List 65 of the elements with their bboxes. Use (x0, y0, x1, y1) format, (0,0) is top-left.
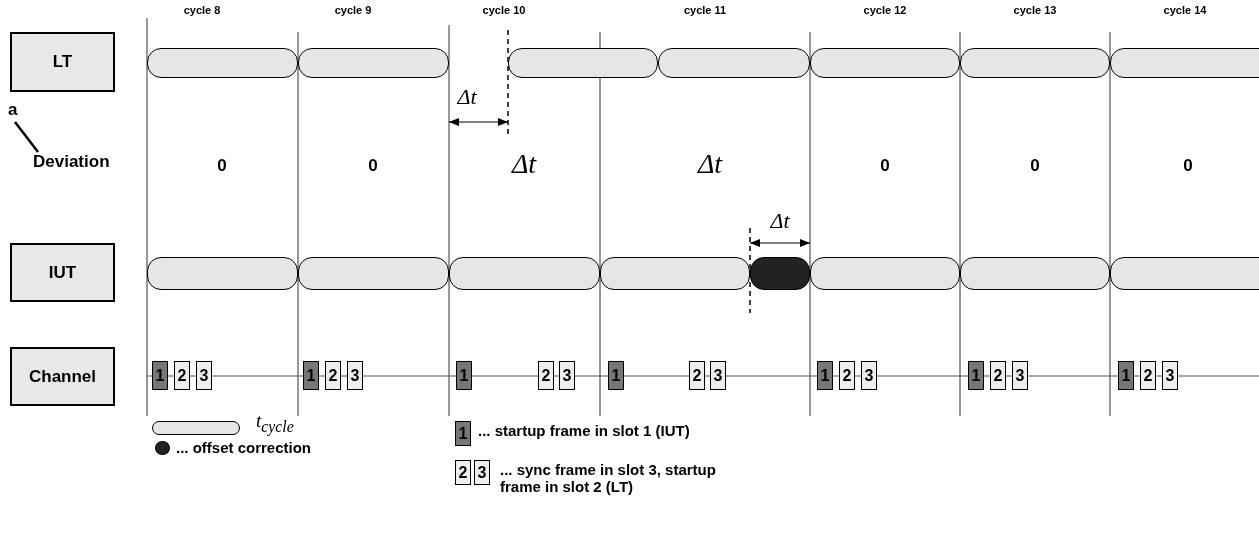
startup-frame-marker: 1 (152, 361, 168, 390)
frame-marker: 3 (861, 361, 877, 390)
cycle-bar (449, 257, 600, 290)
deviation-value: 0 (217, 156, 227, 176)
startup-frame-marker: 1 (303, 361, 319, 390)
frame-marker: 3 (347, 361, 363, 390)
row-label: Deviation (33, 152, 133, 176)
cycle-bar (508, 48, 658, 78)
cycle-label: cycle 9 (334, 4, 372, 16)
startup-frame-marker: 1 (817, 361, 833, 390)
cycle-bar (658, 48, 810, 78)
delta-label: Δt (770, 208, 790, 234)
row-label-box: IUT (10, 243, 115, 302)
frame-marker: 2 (839, 361, 855, 390)
cycle-bar (298, 257, 449, 290)
frame-marker: 3 (474, 460, 490, 485)
row-label-box: LT (10, 32, 115, 92)
cycle-label: cycle 8 (183, 4, 221, 16)
deviation-value: 0 (1030, 156, 1040, 176)
frame-marker: 3 (559, 361, 575, 390)
deviation-value: Δt (511, 148, 537, 180)
startup-frame-marker: 1 (1118, 361, 1134, 390)
cycle-bar (600, 257, 750, 290)
cycle-bar (298, 48, 449, 78)
startup-frame-marker: 1 (456, 361, 472, 390)
frame-marker: 3 (710, 361, 726, 390)
frame-marker: 2 (538, 361, 554, 390)
frame-marker: 2 (174, 361, 190, 390)
frame-marker: 3 (1012, 361, 1028, 390)
startup-frame-marker: 1 (455, 421, 471, 446)
cycle-bar (810, 48, 960, 78)
cycle-bar (960, 257, 1110, 290)
frame-marker: 2 (689, 361, 705, 390)
frame-marker: 2 (325, 361, 341, 390)
deviation-value: 0 (368, 156, 378, 176)
cycle-bar (1110, 257, 1259, 290)
startup-frame-marker: 1 (968, 361, 984, 390)
cycle-bar (810, 257, 960, 290)
cycle-bar (1110, 48, 1259, 78)
frame-marker: 2 (990, 361, 1006, 390)
deviation-value: Δt (697, 148, 723, 180)
leader-line (14, 121, 39, 153)
cycle-label: cycle 12 (863, 4, 907, 16)
frame-marker: 2 (455, 460, 471, 485)
delta-label: Δt (457, 84, 477, 110)
cycle-label: cycle 11 (683, 4, 727, 16)
cycle-label: cycle 13 (1013, 4, 1057, 16)
legend-text: ... startup frame in slot 1 (IUT) (478, 422, 690, 439)
row-label-box: Channel (10, 347, 115, 406)
cycle-bar (147, 48, 298, 78)
legend-text: t$_{cycle}$ (256, 410, 294, 436)
frame-marker: 3 (196, 361, 212, 390)
legend-text: ... offset correction (176, 439, 312, 456)
frame-marker: 3 (1162, 361, 1178, 390)
startup-frame-marker: 1 (608, 361, 624, 390)
deviation-value: 0 (880, 156, 890, 176)
offset-correction-bar (750, 257, 810, 290)
cycle-label: cycle 14 (1163, 4, 1207, 16)
row-label: a (8, 100, 22, 122)
deviation-value: 0 (1183, 156, 1193, 176)
cycle-bar (147, 257, 298, 290)
cycle-bar (960, 48, 1110, 78)
cycle-label: cycle 10 (482, 4, 526, 16)
legend-text: ... sync frame in slot 3, startup frame in slot 2 (LT) (500, 461, 717, 495)
frame-marker: 2 (1140, 361, 1156, 390)
